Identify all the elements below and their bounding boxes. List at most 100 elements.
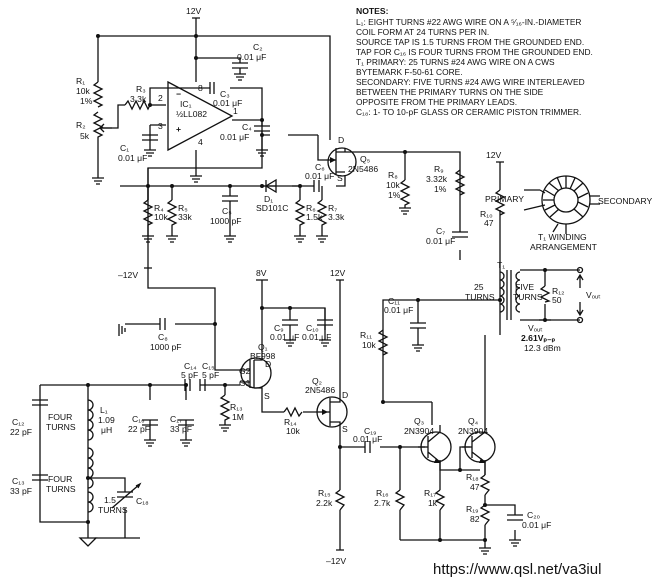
label-winding2: ARRANGEMENT [530,242,598,252]
ground-17 [144,439,156,447]
ground-3 [144,149,156,157]
resistor-r5 [166,199,178,236]
ic1-pin8: 8 [198,83,203,93]
label-c8-val: 1000 pF [150,342,182,352]
ground-16 [219,424,231,432]
label-r4-name: R₄ [154,203,164,213]
label-c5-val: 1000 pF [210,216,242,226]
label-r16-val: 2.7k [374,498,391,508]
capacitor-c13 [32,474,48,481]
ic1-pin1: 1 [233,106,238,116]
label-primary: PRIMARY [485,194,524,204]
label-c12-val: 22 pF [10,427,32,437]
label-r12-val: 50 [552,295,562,305]
label-q2-d: D [342,390,348,400]
label-r16-name: R₁₆ [376,488,389,498]
resistor-r15 [334,489,346,511]
label-t1-name: T₁ [497,260,505,270]
label-r6-name: R₆ [306,203,316,213]
bjt-q4 [462,430,496,475]
label-r6-val: 1.5k [306,212,323,222]
label-c2-val: 0.01 μF [237,52,266,62]
label-12v-mid: 12V [330,268,346,278]
note-line-2: COIL FORM AT 24 TURNS PER IN. [356,27,489,37]
label-r15-name: R₁₅ [318,488,331,498]
capacitor-c15 [199,379,206,391]
label-q1-part: BF998 [250,351,276,361]
resistor-r10 [494,189,506,216]
label-c1-name: C₁ [120,143,129,153]
ground-9 [294,235,306,243]
label-c5-name: C₅ [222,206,232,216]
label-t1-sec1: FIVE [515,282,534,292]
resistor-r13 [219,394,231,425]
label-r8-val1: 10k [386,180,401,190]
component-labels: 12V C₂ 0.01 μF R₁ 10k 1% R₂ 5k R₃ 3.3k C… [10,6,653,566]
svg-text:+: + [176,124,181,134]
label-t1-pri1: 25 [474,282,484,292]
label-r1-name: R₁ [76,76,85,86]
label-c2-name: C₂ [253,42,263,52]
resistor-r4 [142,199,154,236]
mosfet-q1 [240,355,272,390]
label-t1-pri2: TURNS [465,292,495,302]
note-line-1: L₁: EIGHT TURNS #22 AWG WIRE ON A ⁵⁄₁₆-I… [356,17,581,27]
ground-11 [399,207,411,215]
label-r14-name: R₁₄ [284,417,297,427]
label-r9-val2: 1% [434,184,447,194]
label-c11-val: 0.01 μF [384,305,413,315]
label-q4-part: 2N3904 [458,426,488,436]
label-r7-name: R₇ [328,203,337,213]
resistor-r2 [92,111,104,146]
label-c17-val: 33 pF [170,424,192,434]
capacitor-c9 [282,319,298,340]
label-c15-name: C₁₅ [202,361,215,371]
label-q3-name: Q₃ [414,416,425,426]
label-c8-name: C₈ [158,332,168,342]
label-c4-name: C₄ [242,122,252,132]
resistor-r17 [434,489,446,511]
label-r15-val: 2.2k [316,498,333,508]
label-q3-part: 2N3904 [404,426,434,436]
label-q5-d: D [338,135,344,145]
resistor-r18 [479,474,491,496]
ground-14 [319,339,331,347]
jfet-q2 [316,390,348,430]
ground-18 [180,439,192,447]
ground-4 [234,73,246,81]
capacitor-c7 [452,231,468,238]
label-c13-val: 33 pF [10,486,32,496]
label-t1-sec2: TURNS [513,292,543,302]
diode-d1 [264,178,277,194]
label-r19-name: R₁₉ [466,504,479,514]
label-c6-name: C₆ [315,162,325,172]
resistor-r1 [92,81,104,108]
ic1-pin2: 2 [158,93,163,103]
label-r17-name: R₁₇ [424,488,436,498]
label-r13-val: 1M [232,412,244,422]
label-c10-name: C₁₀ [306,323,319,333]
toroid-winding-illustration [523,175,600,234]
label-q2-s: S [342,424,348,434]
capacitor-c20 [507,514,523,521]
ground-20 [479,547,491,555]
capacitor-c18 [111,482,142,509]
ground-12 [118,324,126,336]
note-line-4: TAP FOR C₁₆ IS FOUR TURNS FROM THE GROUN… [356,47,593,57]
label-q1-s: S [264,391,270,401]
label-q1-d: D [265,359,271,369]
label-c16-name: C₁₆ [132,414,145,424]
label-c7-name: C₇ [436,226,445,236]
ground-5 [256,149,268,157]
label-c17-name: C₁₇ [170,414,182,424]
label-r5-val: 33k [178,212,193,222]
resistor-r19 [479,504,491,526]
label-c20-val: 0.01 μF [522,520,551,530]
label-c10-val: 0.01 μF [302,332,331,342]
resistor-r14 [283,406,303,418]
note-line-3: SOURCE TAP IS 1.5 TURNS FROM THE GROUNDE… [356,37,584,47]
label-12v-right: 12V [486,150,502,160]
label-q2-part: 2N5486 [305,385,335,395]
label-c11-name: C₁₁ [388,296,400,306]
ground-13 [284,339,296,347]
